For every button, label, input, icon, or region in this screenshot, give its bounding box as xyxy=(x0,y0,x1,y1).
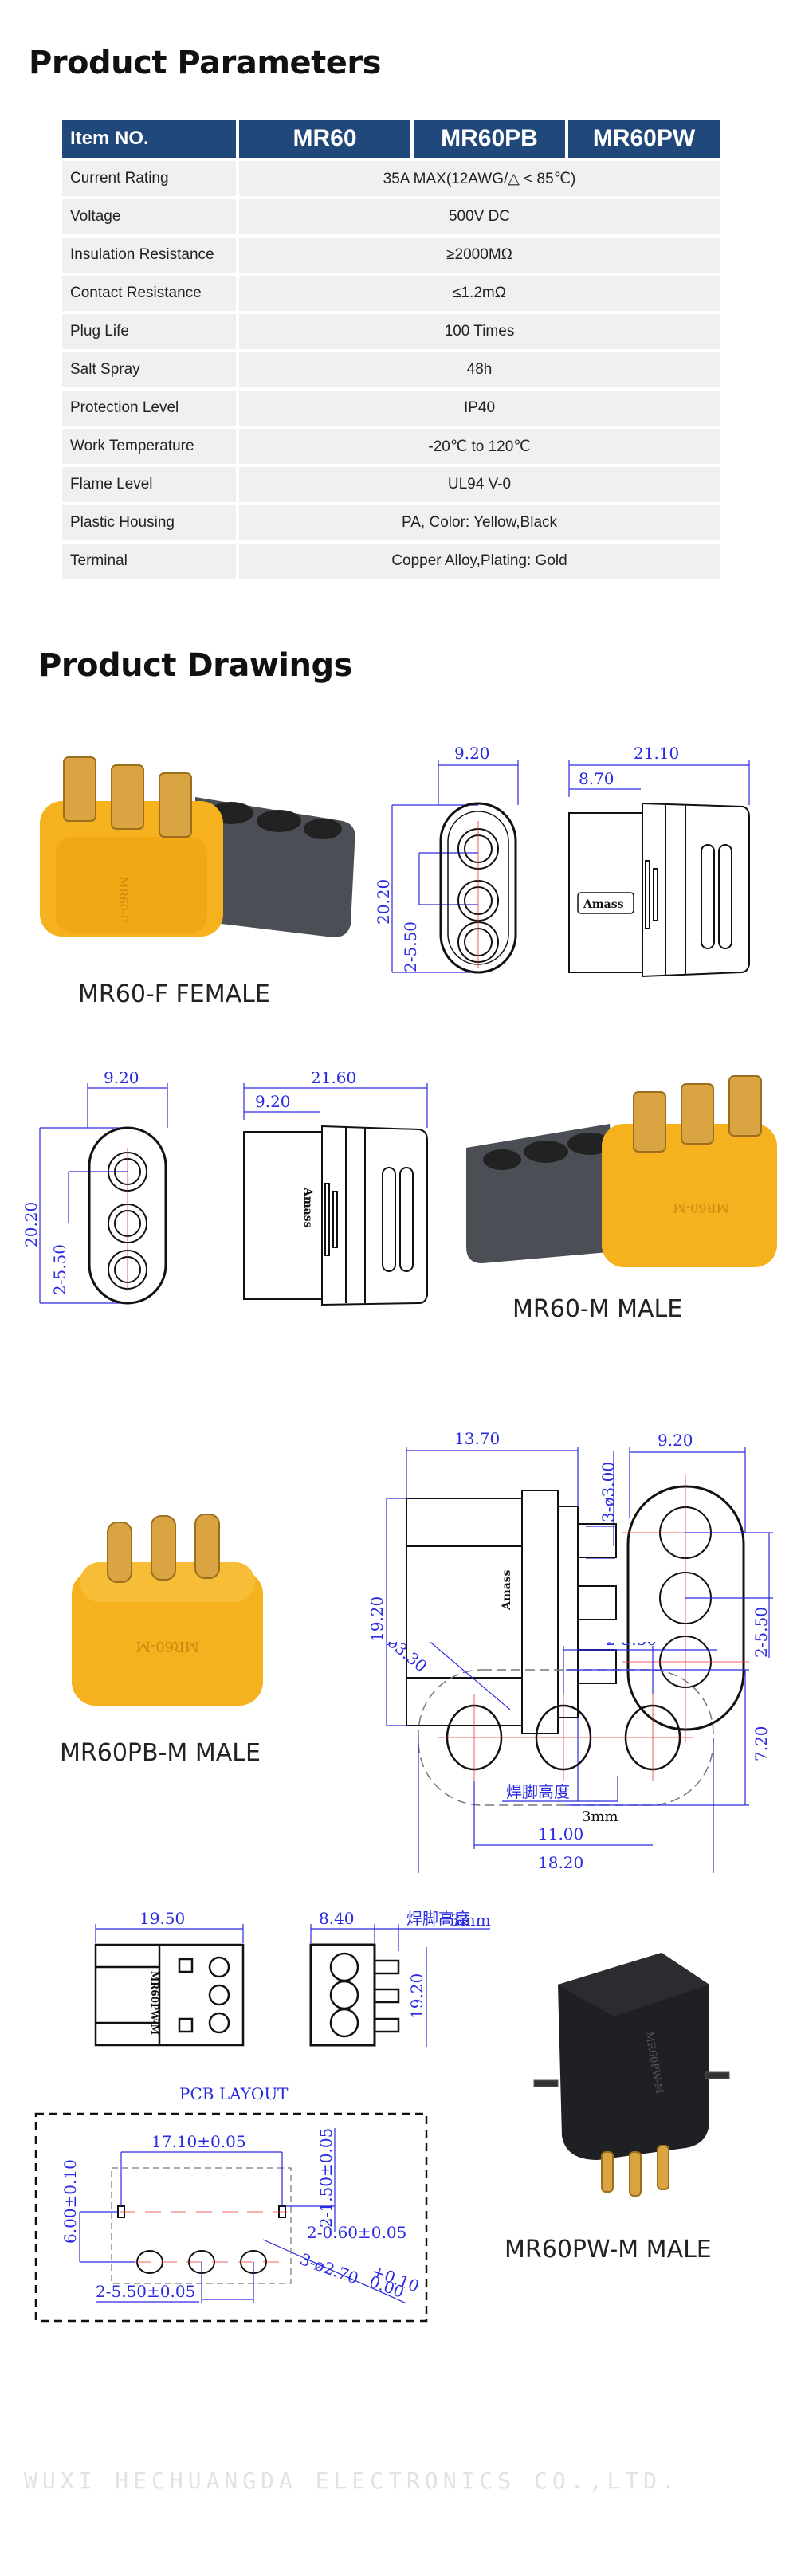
company-watermark: WUXI HECHUANGDA ELECTRONICS CO.,LTD. xyxy=(24,2468,680,2494)
pcb-layout-title: PCB LAYOUT xyxy=(179,2084,289,2103)
param-label: Current Rating xyxy=(62,161,236,196)
mr60-f-caption: MR60-F FEMALE xyxy=(78,980,270,1008)
dim-length: 21.60 xyxy=(311,1072,356,1087)
param-value: 100 Times xyxy=(239,314,720,349)
pcb-peg-width: 2-0.60±0.05 xyxy=(307,2223,406,2242)
param-value: Copper Alloy,Plating: Gold xyxy=(239,544,720,579)
dim-total: 18.20 xyxy=(538,1853,583,1872)
pcb-span: 17.10±0.05 xyxy=(151,2132,246,2151)
logo-text: Amass xyxy=(301,1187,314,1228)
param-value: ≥2000MΩ xyxy=(239,238,720,273)
mr60-f-side-drawing: Amass 21.10 8.70 xyxy=(568,744,750,978)
dim-hole-d: 3-ø3.30 xyxy=(372,1642,431,1676)
table-header-row: Item NO. MR60 MR60PB MR60PW xyxy=(62,120,720,158)
dim-pitch: 2-5.50 xyxy=(50,1244,69,1295)
params-table: Item NO. MR60 MR60PB MR60PW Current Rati… xyxy=(59,116,723,582)
mr60-m-side-drawing: Amass 21.60 9.20 xyxy=(243,1072,428,1306)
dim-length-2: 9.20 xyxy=(255,1092,291,1111)
dim-hole-pitch: 2-5.50 xyxy=(606,1642,657,1649)
dim-hole-height: 7.20 xyxy=(752,1726,771,1761)
dim-width: 9.20 xyxy=(658,1431,693,1450)
table-row: Work Temperature-20℃ to 120℃ xyxy=(62,429,720,464)
dim-length: 13.70 xyxy=(454,1429,500,1448)
housing-mark: MR60PW-M xyxy=(149,1971,160,2035)
housing-mark: MR60-M xyxy=(136,1638,199,1655)
param-value: 48h xyxy=(239,352,720,387)
param-value: PA, Color: Yellow,Black xyxy=(239,505,720,540)
param-value: ≤1.2mΩ xyxy=(239,276,720,311)
mr60pb-caption: MR60PB-M MALE xyxy=(60,1739,261,1767)
param-value: IP40 xyxy=(239,391,720,426)
header-model: MR60PB xyxy=(414,120,565,158)
header-model: MR60 xyxy=(239,120,410,158)
drawings-title: Product Drawings xyxy=(38,647,352,684)
dim-height: 19.20 xyxy=(407,1973,426,2019)
solder-label: 焊脚高度 xyxy=(506,1782,570,1801)
mr60pb-drawings: Amass 13.70 19.20 3-ø3.00 焊脚高度 3mm 9.20 … xyxy=(367,1429,773,1825)
header-item: Item NO. xyxy=(62,120,236,158)
solder-height: 3mm xyxy=(450,1910,491,1930)
mr60-m-photo: MR60-M xyxy=(466,1075,777,1267)
mr60pb-photo: MR60-M xyxy=(72,1514,263,1706)
param-label: Insulation Resistance xyxy=(62,238,236,273)
mr60-m-front-drawing: 9.20 20.20 2-5.50 xyxy=(22,1072,168,1305)
params-title: Product Parameters xyxy=(29,45,381,81)
dim-top-width: 19.50 xyxy=(139,1909,185,1928)
mr60-f-front-drawing: 9.20 20.20 2-5.50 xyxy=(375,744,519,974)
table-row: Contact Resistance≤1.2mΩ xyxy=(62,276,720,311)
mr60pb-pcb-drawing: 2-5.50 7.20 11.00 18.20 3-ø3.30 xyxy=(372,1642,771,1873)
dim-length: 21.10 xyxy=(634,744,679,763)
mr60pw-drawings: MR60PW-M 19.50 8.40 焊脚高度 3mm 19.20 xyxy=(94,1909,491,2047)
logo-text: Amass xyxy=(501,1569,513,1611)
logo-text: Amass xyxy=(583,898,624,911)
housing-mark: MR60-F xyxy=(116,877,129,922)
header-model: MR60PW xyxy=(568,120,720,158)
pcb-peg: 2-1.50±0.05 xyxy=(316,2128,336,2228)
param-label: Terminal xyxy=(62,544,236,579)
dim-pitch: 2-5.50 xyxy=(401,921,420,972)
param-value: UL94 V-0 xyxy=(239,467,720,502)
dim-height: 19.20 xyxy=(367,1596,387,1642)
param-value: 500V DC xyxy=(239,199,720,234)
dim-width: 9.20 xyxy=(104,1072,139,1087)
param-label: Contact Resistance xyxy=(62,276,236,311)
pcb-layout-drawing: PCB LAYOUT 17.10±0.05 6.00±0.10 2-1.50±0… xyxy=(34,2084,428,2323)
mr60pw-caption: MR60PW-M MALE xyxy=(505,2236,712,2264)
dim-front-width: 8.40 xyxy=(319,1909,355,1928)
param-label: Work Temperature xyxy=(62,429,236,464)
mr60-m-caption: MR60-M MALE xyxy=(512,1295,683,1323)
dim-hole-span: 11.00 xyxy=(538,1824,583,1844)
param-label: Voltage xyxy=(62,199,236,234)
param-label: Flame Level xyxy=(62,467,236,502)
dim-pitch: 2-5.50 xyxy=(752,1607,771,1658)
mr60pw-photo: MR60PW-M xyxy=(533,1953,730,2197)
pcb-pitch: 2-5.50±0.05 xyxy=(96,2282,195,2301)
solder-height: 3mm xyxy=(582,1808,618,1825)
param-label: Salt Spray xyxy=(62,352,236,387)
dim-pin-d: 3-ø3.00 xyxy=(599,1462,618,1522)
pcb-hole: 3-ø2.70 xyxy=(297,2249,361,2288)
param-value: 35A MAX(12AWG/△ < 85℃) xyxy=(239,161,720,196)
dim-height: 20.20 xyxy=(375,879,393,925)
dim-length-2: 8.70 xyxy=(579,769,614,788)
housing-mark: MR60-M xyxy=(673,1200,729,1215)
param-label: Plug Life xyxy=(62,314,236,349)
dim-width: 9.20 xyxy=(454,744,490,763)
dim-height: 20.20 xyxy=(22,1202,41,1247)
pcb-offset: 6.00±0.10 xyxy=(61,2159,80,2244)
mr60-f-photo: MR60-F xyxy=(40,756,355,937)
param-value: -20℃ to 120℃ xyxy=(239,429,720,464)
table-row: Insulation Resistance≥2000MΩ xyxy=(62,238,720,273)
param-label: Protection Level xyxy=(62,391,236,426)
param-label: Plastic Housing xyxy=(62,505,236,540)
solder-label: 焊脚高度 xyxy=(406,1909,470,1928)
